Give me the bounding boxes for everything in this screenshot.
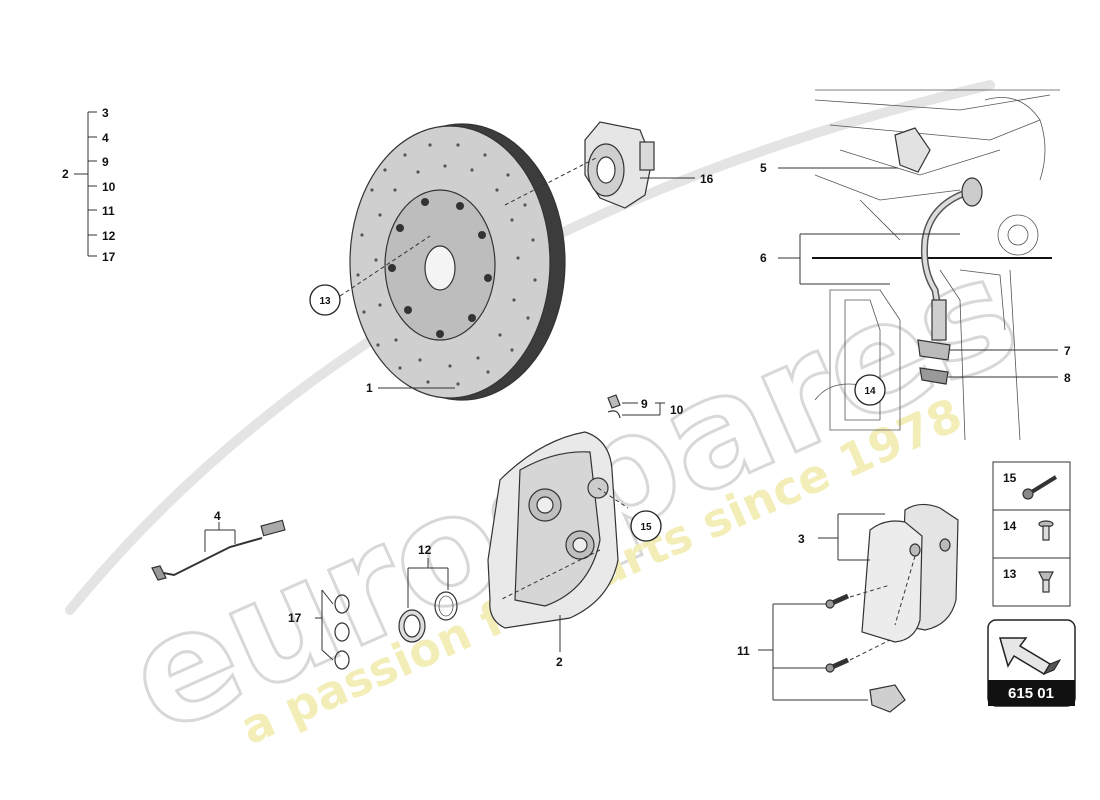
callout-disc: 1 bbox=[366, 381, 373, 395]
callout-10: 10 bbox=[670, 403, 684, 417]
fastener-row: 15 bbox=[1003, 471, 1058, 500]
circled-callout-15: 15 bbox=[630, 510, 662, 542]
circled-callout-13: 13 bbox=[309, 284, 341, 316]
callout-hub: 16 bbox=[700, 172, 714, 186]
callout-3: 3 bbox=[798, 532, 805, 546]
callout-caliper: 2 bbox=[556, 655, 563, 669]
fastener-label: 13 bbox=[1003, 567, 1017, 581]
legend-child: 11 bbox=[102, 204, 115, 218]
callout-8: 8 bbox=[1064, 371, 1071, 385]
pad-pins: 11 bbox=[737, 584, 906, 713]
circled-label: 13 bbox=[319, 296, 331, 307]
callout-12: 12 bbox=[418, 543, 432, 557]
circled-label: 15 bbox=[640, 522, 652, 533]
retaining-clips: 9 10 bbox=[607, 394, 684, 419]
wheel-hub: 16 bbox=[504, 121, 714, 209]
legend-child: 12 bbox=[102, 229, 116, 243]
legend-child: 17 bbox=[102, 250, 116, 264]
fastener-label: 14 bbox=[1003, 519, 1017, 533]
legend-child: 4 bbox=[102, 131, 109, 145]
suspension-inset: 5 6 7 8 14 bbox=[760, 89, 1071, 441]
brake-disc: 1 bbox=[339, 123, 566, 401]
disc-bore bbox=[424, 245, 456, 291]
callout-5: 5 bbox=[760, 161, 767, 175]
legend-parent: 2 bbox=[62, 167, 69, 181]
callout-17: 17 bbox=[288, 611, 302, 625]
legend-child: 10 bbox=[102, 180, 116, 194]
callout-11: 11 bbox=[737, 644, 750, 658]
circled-label: 14 bbox=[864, 386, 876, 397]
callout-9: 9 bbox=[641, 397, 648, 411]
fastener-table: 15 14 13 bbox=[992, 461, 1071, 607]
circled-callout-14: 14 bbox=[854, 374, 886, 406]
disc-drill-holes bbox=[356, 143, 537, 386]
callout-4: 4 bbox=[214, 509, 221, 523]
catalog-code-box: 615 01 bbox=[987, 619, 1076, 707]
callout-7: 7 bbox=[1064, 344, 1071, 358]
brake-pads: 3 bbox=[798, 503, 959, 643]
legend-child: 3 bbox=[102, 106, 109, 120]
seal-rings: 17 bbox=[288, 589, 350, 670]
wear-sensor: 4 bbox=[151, 509, 286, 581]
fastener-row: 14 bbox=[1003, 519, 1054, 541]
brake-caliper: 2 15 bbox=[487, 431, 662, 669]
bolt-icon bbox=[1028, 475, 1058, 495]
fastener-label: 15 bbox=[1003, 471, 1017, 485]
callout-6: 6 bbox=[760, 251, 767, 265]
fastener-row: 13 bbox=[1003, 567, 1054, 593]
group-legend: 2 3 4 9 10 11 12 17 bbox=[62, 106, 116, 264]
catalog-code: 615 01 bbox=[1008, 685, 1054, 702]
piston-seals: 12 bbox=[398, 543, 458, 643]
legend-child: 9 bbox=[102, 155, 109, 169]
